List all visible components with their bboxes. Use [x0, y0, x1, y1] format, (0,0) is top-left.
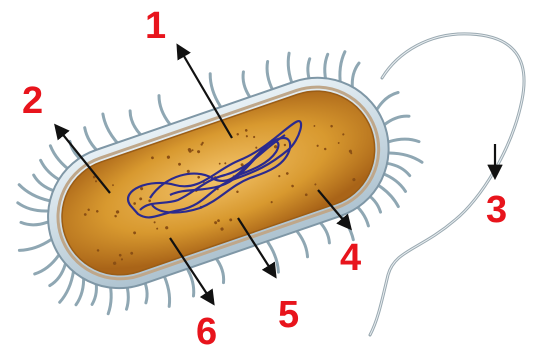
pilus [378, 93, 399, 109]
pilus [34, 175, 55, 191]
pilus [50, 265, 65, 286]
pilus [130, 111, 141, 135]
label-1: 1 [145, 5, 166, 47]
pilus [103, 114, 119, 144]
pilus [76, 276, 84, 305]
pilus [295, 229, 307, 256]
pilus [389, 139, 419, 142]
label-5: 5 [278, 294, 299, 336]
pilus [267, 62, 273, 92]
pilus [389, 153, 422, 162]
pilus [387, 163, 410, 175]
pilus [352, 63, 359, 88]
pilus [340, 52, 345, 86]
pilus [35, 256, 59, 274]
pilus [19, 239, 51, 250]
pilus [159, 96, 170, 124]
label-3: 3 [486, 189, 507, 231]
pilus [243, 72, 250, 97]
pilus [163, 273, 170, 306]
label-2: 2 [22, 80, 43, 122]
pilus [216, 258, 224, 283]
label-6: 6 [196, 311, 217, 353]
pilus [18, 203, 47, 211]
label-4: 4 [340, 237, 361, 279]
flagellum [370, 34, 524, 335]
pilus [384, 116, 409, 125]
pilus [21, 222, 47, 225]
